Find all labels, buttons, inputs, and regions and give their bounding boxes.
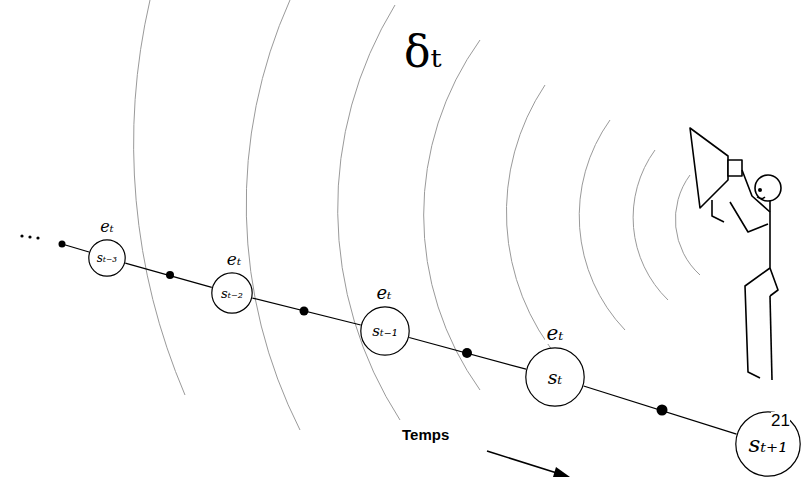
circle-shape	[89, 240, 125, 276]
ellipsis-dot	[36, 236, 39, 239]
lead-line	[62, 244, 89, 252]
circle-shape	[526, 348, 584, 406]
wave-arc	[506, 85, 560, 360]
state-label: sₜ₋₂	[221, 287, 243, 300]
trace-label: eₜ	[545, 322, 566, 344]
person-leg	[745, 268, 770, 378]
person-mouth	[757, 197, 765, 199]
transition-line	[252, 298, 360, 325]
person-leg	[770, 268, 778, 296]
state-label: sₜ₊₁	[749, 433, 788, 456]
transition-line	[125, 263, 211, 287]
person-arm	[742, 170, 770, 212]
transition-line	[409, 338, 526, 370]
wave-arc	[424, 40, 480, 390]
trace-label: eₜ	[225, 250, 243, 269]
time-label: Temps	[402, 427, 449, 442]
person-leg	[770, 296, 772, 380]
circle-shape	[212, 273, 252, 313]
wave-arc	[338, 5, 400, 420]
trace-label: eₜ	[374, 283, 393, 303]
wave-arc	[246, 0, 300, 430]
wave-arc	[579, 120, 625, 330]
ellipsis-dot	[20, 234, 23, 237]
megaphone	[690, 128, 728, 208]
person-eye	[758, 188, 762, 192]
wave-arc	[675, 175, 700, 275]
circle-shape	[361, 307, 409, 355]
time-arrowhead	[553, 467, 570, 477]
person-head	[755, 175, 781, 201]
state-circle: eₜsₜ₋₁	[360, 306, 410, 356]
time-arrow	[487, 451, 560, 474]
person-arm	[730, 202, 768, 232]
state-label: sₜ₋₁	[372, 324, 397, 339]
state-label: sₜ	[548, 368, 562, 387]
circle-shape	[736, 412, 800, 476]
page-number: 21	[771, 412, 790, 429]
wave-arc	[134, 0, 185, 395]
wave-arc	[633, 150, 668, 300]
delta-label: δₜ	[404, 30, 441, 74]
ellipsis-dot	[28, 235, 31, 238]
person-body	[769, 201, 771, 268]
state-circle: eₜsₜ₋₂	[211, 272, 253, 314]
transition-line	[584, 386, 737, 434]
trace-label: eₜ	[98, 218, 115, 236]
state-circle: eₜsₜ	[525, 347, 585, 407]
state-circle: eₜsₜ₋₃	[88, 239, 126, 277]
megaphone-handle	[728, 160, 742, 176]
state-label: sₜ₋₃	[97, 252, 117, 264]
state-circle: sₜ₊₁	[735, 411, 801, 477]
megaphone-grip	[712, 200, 724, 222]
